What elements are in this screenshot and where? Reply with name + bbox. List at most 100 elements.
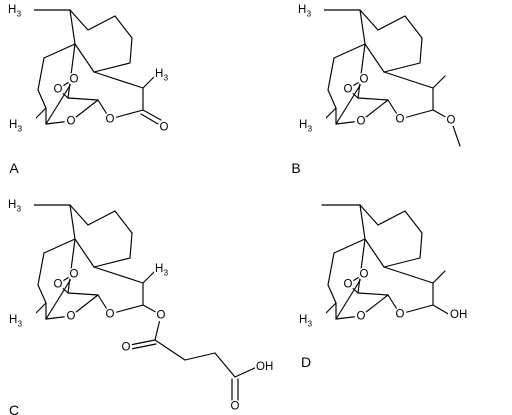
oxygen-ester-link: O [157, 310, 166, 322]
hydroxyl-mask [255, 359, 275, 374]
bond-f1-s1 [359, 9, 366, 45]
oxygen-methoxy: O [447, 115, 456, 127]
oxygen-peroxide-2: O [70, 74, 79, 86]
bond-ch2-a [154, 339, 186, 361]
oxygen-ester-carbonyl-mask [119, 340, 133, 354]
methyl-left-subscript: 3 [18, 320, 23, 329]
oxygen-peroxide-1: O [344, 84, 353, 96]
bond-h1-h2 [37, 57, 45, 91]
methyl-top-mask [6, 2, 34, 18]
bond-c2-f2 [93, 266, 144, 284]
methyl-top-subscript: 3 [17, 10, 22, 19]
bond-o2-ke [45, 78, 75, 125]
bond-s3-s4 [114, 210, 133, 234]
bond-s5-f2 [93, 257, 131, 268]
bond-o2-ke [335, 273, 365, 320]
methyl-left-mask [8, 312, 36, 328]
methyl-right-h: H [155, 263, 163, 275]
methyl-right-subscript: 3 [164, 269, 169, 278]
bond-s5-f2 [383, 257, 421, 268]
bond-carbonyl-double [140, 113, 159, 125]
hydroxyl-mask [448, 307, 470, 322]
oxygen-ring-4: O [106, 309, 115, 321]
oxygen-ring-4-mask [103, 112, 117, 126]
oxygen-ring-4-mask [393, 112, 407, 126]
bond-f3-f4 [67, 292, 99, 296]
bond-f2-f1 [364, 43, 385, 73]
bond-f1-h1 [43, 43, 76, 59]
bond-s5-f2 [383, 62, 421, 73]
bond-f1-h1 [333, 238, 366, 254]
bond-carbonyl [142, 109, 162, 121]
bond-h2-h3 [327, 89, 337, 109]
bond-c2-f2 [383, 266, 434, 284]
bond-s2-s3 [87, 15, 116, 31]
oxygen-peroxide-1: O [54, 279, 63, 291]
bond-s2-s3 [87, 210, 116, 226]
bond-f1-s1 [359, 204, 366, 240]
bond-f1-f4 [67, 238, 76, 294]
methyl-left-h: H [9, 119, 17, 131]
oxygen-ring-4-mask [103, 307, 117, 321]
bond-f1-f4 [67, 43, 76, 99]
bond-f1-f4 [357, 238, 366, 294]
panel-label-D: D [301, 354, 311, 370]
bond-h2-h3 [327, 284, 337, 304]
bond-c-oh [432, 304, 451, 316]
bond-h1-h2 [327, 57, 335, 91]
oxygen-peroxide-1-mask [51, 277, 65, 291]
oxygen-ring-3: O [357, 311, 366, 323]
bond-c2-c3 [142, 75, 156, 89]
bond-co-acid [214, 352, 236, 378]
methyl-right-mask [154, 66, 182, 82]
methyl-left-h: H [9, 314, 17, 326]
oxygen-ring-4: O [396, 114, 405, 126]
oxygen-peroxide-2: O [360, 269, 369, 281]
bond-s4-s5 [419, 37, 423, 64]
bond-s1-s2 [69, 204, 89, 226]
bond-f2-f1 [74, 238, 95, 268]
methyl-top-mask [296, 2, 324, 18]
methyl-right-mask [154, 261, 182, 277]
oxygen-ring-4: O [106, 114, 115, 126]
bond-f2-f1 [74, 43, 95, 73]
methyl-left-subscript: 3 [308, 125, 313, 134]
bond-s4-s5 [129, 37, 133, 64]
bond-co-o-1 [129, 339, 156, 346]
bond-o2-ke [335, 78, 365, 125]
methyl-top-mask [6, 197, 34, 213]
bond-f2-f1 [364, 238, 385, 268]
oxygen-peroxide-2-mask [67, 72, 81, 86]
bond-s5-f2 [93, 62, 131, 73]
oxygen-ring-3-mask [354, 309, 368, 323]
oxygen-ester-link-mask [154, 308, 168, 322]
oxygen-peroxide-2: O [360, 74, 369, 86]
panel-label-A: A [9, 160, 19, 176]
oxygen-carbonyl: O [160, 122, 169, 134]
oxygen-acid-carbonyl: O [231, 401, 240, 413]
oxygen-peroxide-1-mask [341, 277, 355, 291]
oxygen-peroxide-1-mask [341, 82, 355, 96]
oxygen-carbonyl-mask [157, 120, 171, 134]
methyl-left-h: H [299, 314, 307, 326]
oxygen-peroxide-1-mask [51, 82, 65, 96]
oxygen-ring-3: O [67, 116, 76, 128]
oxygen-ring-4: O [396, 309, 405, 321]
oxygen-ester-carbonyl: O [122, 342, 131, 354]
oxygen-peroxide-2-mask [357, 267, 371, 281]
hydroxyl-acid: OH [256, 361, 273, 373]
bond-h1-h2 [37, 252, 45, 286]
bond-f3-f4 [357, 97, 389, 101]
oxygen-acid-carbonyl-mask [228, 399, 242, 413]
bond-co-o-2 [130, 343, 157, 350]
bond-c2-f2 [383, 71, 434, 89]
bond-s3-s4 [114, 15, 133, 39]
oxygen-ring-3: O [357, 116, 366, 128]
bond-s1-s2 [359, 204, 379, 226]
methyl-left-mask [8, 117, 36, 133]
methyl-left-h: H [299, 119, 307, 131]
methyl-top-subscript: 3 [307, 10, 312, 19]
methyl-right-h: H [155, 68, 163, 80]
